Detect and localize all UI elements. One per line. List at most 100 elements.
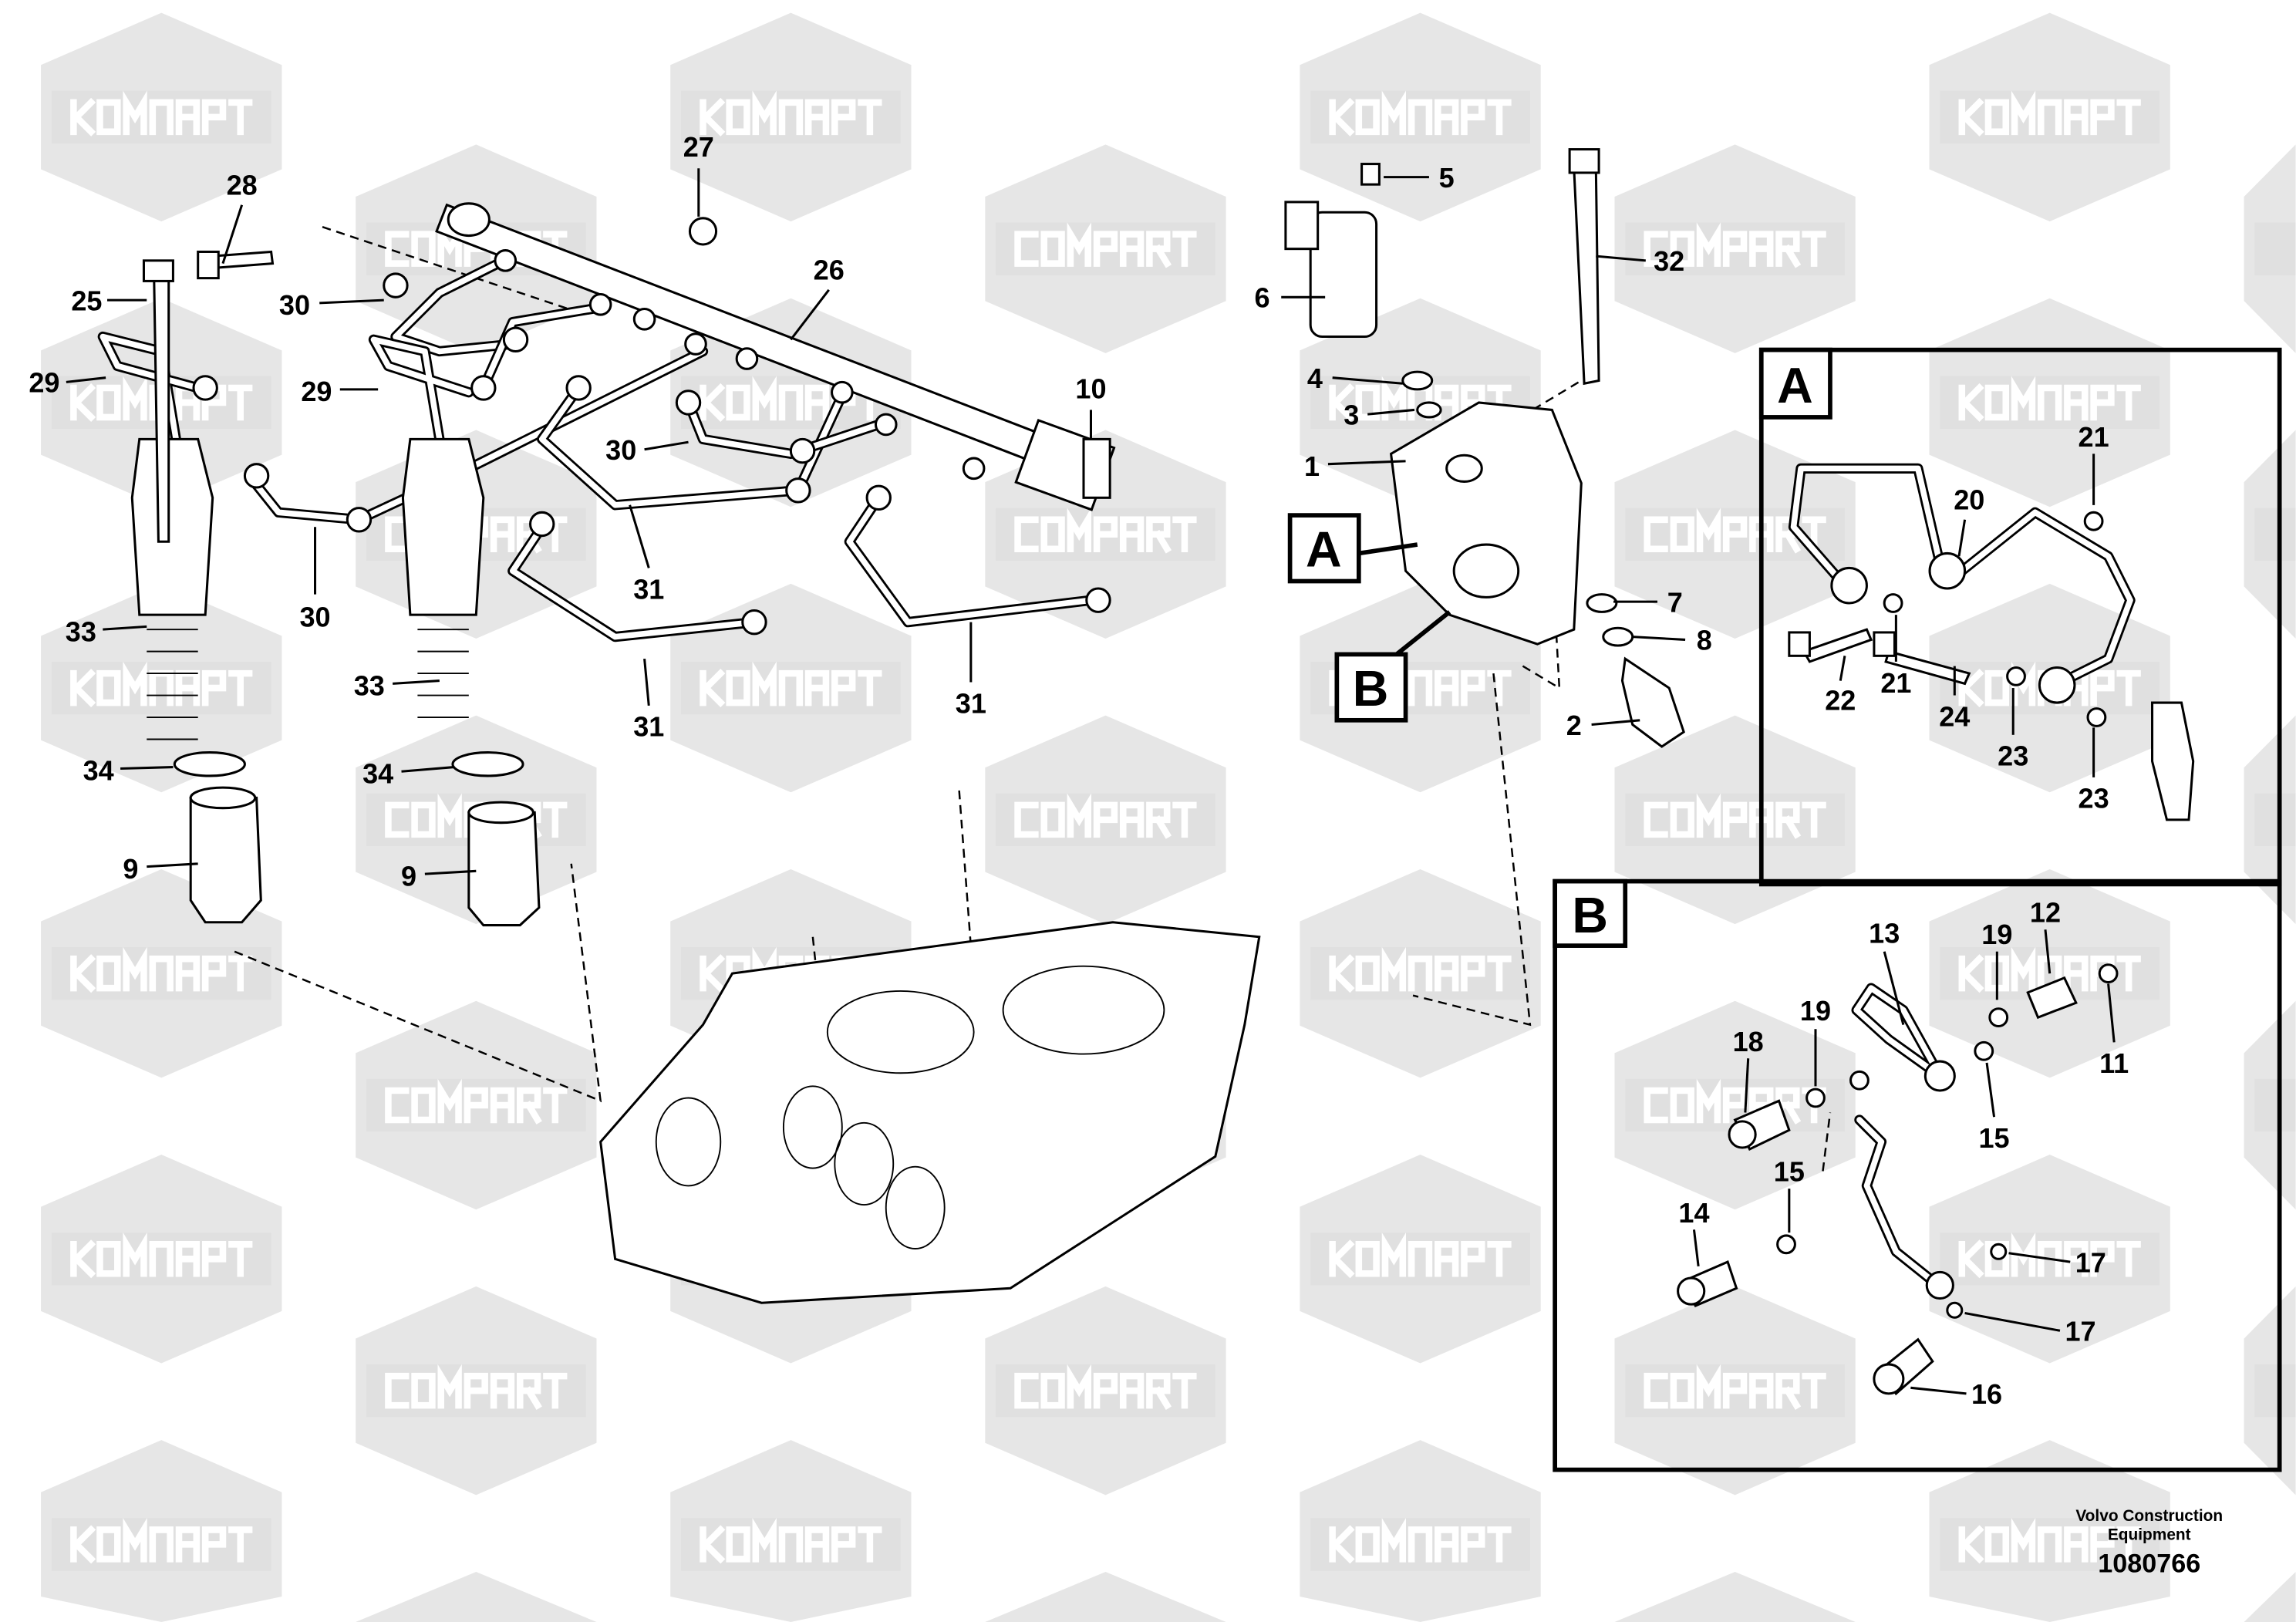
callout: 20 xyxy=(1954,484,1984,516)
watermark-word xyxy=(1014,222,1197,268)
watermark-glyph xyxy=(411,1087,436,1124)
callout: 31 xyxy=(956,687,986,719)
watermark-glyph xyxy=(1984,384,2010,421)
callout: 2 xyxy=(1566,710,1582,741)
detail-marker-a-label: A xyxy=(1306,522,1342,578)
watermark-glyph xyxy=(1670,231,1694,267)
watermark-word xyxy=(700,90,882,137)
watermark-glyph xyxy=(96,669,121,706)
callout: 19 xyxy=(1981,919,2012,950)
watermark-glyph xyxy=(2090,1241,2115,1277)
callout: 23 xyxy=(2079,783,2109,814)
watermark-word xyxy=(70,1518,253,1564)
callout: 31 xyxy=(633,573,664,605)
watermark-glyph xyxy=(1093,231,1118,267)
watermark-glyph xyxy=(70,97,96,137)
watermark-glyph xyxy=(1984,99,2010,136)
callout: 30 xyxy=(605,434,636,466)
watermark-glyph xyxy=(1408,99,1433,136)
watermark-glyph xyxy=(1670,801,1694,838)
watermark-glyph xyxy=(464,1087,488,1124)
watermark-glyph xyxy=(516,1372,542,1410)
watermark-glyph xyxy=(1696,222,1721,267)
watermark-glyph xyxy=(543,1372,568,1409)
watermark-glyph xyxy=(201,1241,227,1277)
callout: 21 xyxy=(2079,421,2109,453)
watermark-glyph xyxy=(1958,383,1984,422)
watermark-glyph xyxy=(96,955,121,992)
watermark-glyph xyxy=(1067,508,1091,553)
callout: 34 xyxy=(83,755,114,787)
watermark-glyph xyxy=(1487,99,1512,136)
watermark-glyph xyxy=(2064,1526,2089,1563)
watermark-glyph xyxy=(464,1372,488,1409)
watermark-glyph xyxy=(96,1241,121,1277)
watermark-glyph xyxy=(1040,516,1065,553)
watermark-glyph xyxy=(1461,1241,1485,1277)
watermark-glyph xyxy=(1722,231,1748,267)
watermark-glyph xyxy=(1381,376,1407,421)
callout: 33 xyxy=(66,615,96,647)
watermark-glyph xyxy=(1329,954,1355,993)
watermark-glyph xyxy=(1119,231,1145,267)
watermark-glyph xyxy=(1696,508,1721,553)
callout: 31 xyxy=(633,711,664,743)
watermark-glyph xyxy=(1040,231,1065,267)
main-leader-lines xyxy=(66,168,1686,875)
watermark-glyph xyxy=(1172,1372,1197,1409)
watermark-glyph xyxy=(437,1364,462,1409)
watermark-glyph xyxy=(1172,801,1197,838)
watermark-glyph xyxy=(1775,1372,1802,1410)
watermark-glyph xyxy=(831,669,856,706)
watermark-glyph xyxy=(1119,516,1145,553)
inset-detail-a: A 21 20 21 22 24 23 23 xyxy=(1758,347,2282,887)
watermark-glyph xyxy=(1487,1526,1512,1563)
watermark-glyph xyxy=(201,955,227,992)
callout: 3 xyxy=(1344,399,1359,430)
watermark-glyph xyxy=(385,801,410,838)
watermark-glyph xyxy=(1355,1526,1380,1563)
watermark-glyph xyxy=(1119,801,1145,838)
watermark-glyph xyxy=(385,1372,410,1409)
watermark-glyph xyxy=(2011,1518,2036,1563)
watermark-glyph xyxy=(437,793,462,838)
detail-marker-b-label: B xyxy=(1353,661,1389,717)
watermark-glyph xyxy=(1461,384,1485,421)
watermark-glyph xyxy=(858,99,882,136)
watermark-glyph xyxy=(70,669,96,708)
callout: 17 xyxy=(2075,1246,2106,1278)
watermark-glyph xyxy=(1146,516,1172,554)
watermark-glyph xyxy=(123,1232,147,1277)
detail-marker-a[interactable]: A xyxy=(1287,513,1361,584)
watermark-glyph xyxy=(1802,231,1826,267)
callout: 25 xyxy=(71,285,102,316)
watermark-word xyxy=(700,1518,882,1564)
watermark-glyph xyxy=(1644,801,1668,838)
watermark-glyph xyxy=(96,99,121,136)
watermark-glyph xyxy=(411,801,436,838)
watermark-word xyxy=(1644,222,1826,268)
watermark-glyph xyxy=(96,1526,121,1563)
watermark-glyph xyxy=(385,1087,410,1124)
callout: 17 xyxy=(2065,1316,2095,1347)
detail-marker-b[interactable]: B xyxy=(1334,652,1408,723)
watermark-glyph xyxy=(385,516,410,553)
watermark-glyph xyxy=(2116,955,2141,992)
watermark-glyph xyxy=(1644,1372,1668,1409)
watermark-glyph xyxy=(1722,1087,1748,1124)
watermark-glyph xyxy=(149,1526,174,1563)
watermark-glyph xyxy=(778,99,804,136)
watermark-word xyxy=(1329,1518,1512,1564)
watermark-glyph xyxy=(1644,231,1668,267)
watermark-word xyxy=(385,1364,568,1410)
watermark-glyph xyxy=(1722,516,1748,553)
watermark-word xyxy=(1644,508,1826,554)
callout: 33 xyxy=(354,670,385,702)
watermark-hexagon xyxy=(1614,1571,1856,1622)
watermark-glyph xyxy=(1355,384,1380,421)
watermark-glyph xyxy=(1381,946,1407,992)
callout: 22 xyxy=(1825,685,1856,717)
watermark-glyph xyxy=(804,1526,830,1563)
callout: 9 xyxy=(401,860,416,892)
watermark-glyph xyxy=(437,1078,462,1124)
